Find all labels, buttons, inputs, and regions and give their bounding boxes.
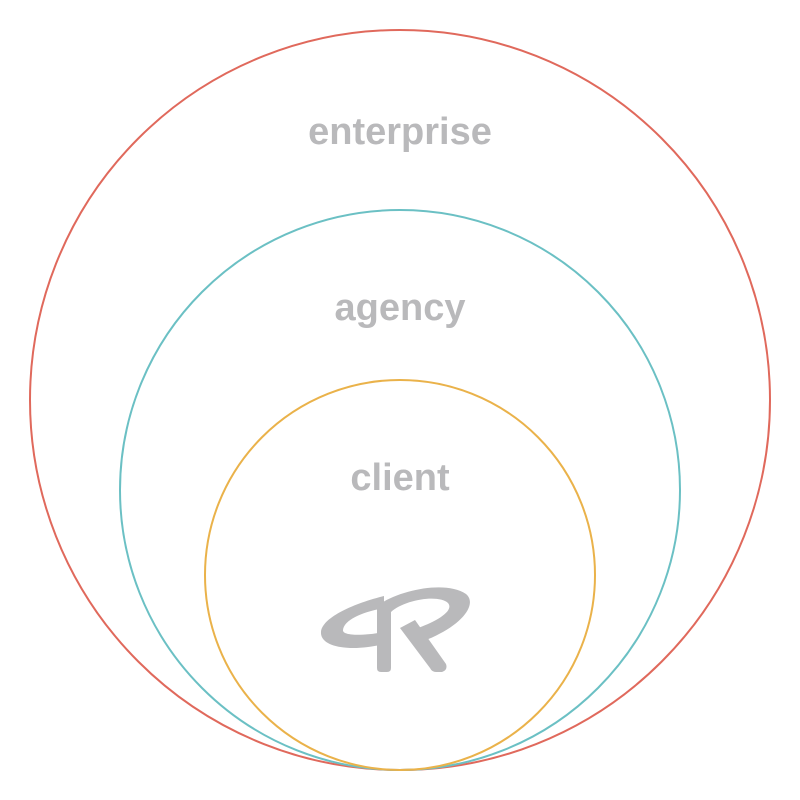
client-label: client [350,457,450,499]
agency-label: agency [335,287,466,329]
client-ring [204,379,596,771]
agency-logo-icon [320,587,470,672]
enterprise-label: enterprise [308,111,492,153]
